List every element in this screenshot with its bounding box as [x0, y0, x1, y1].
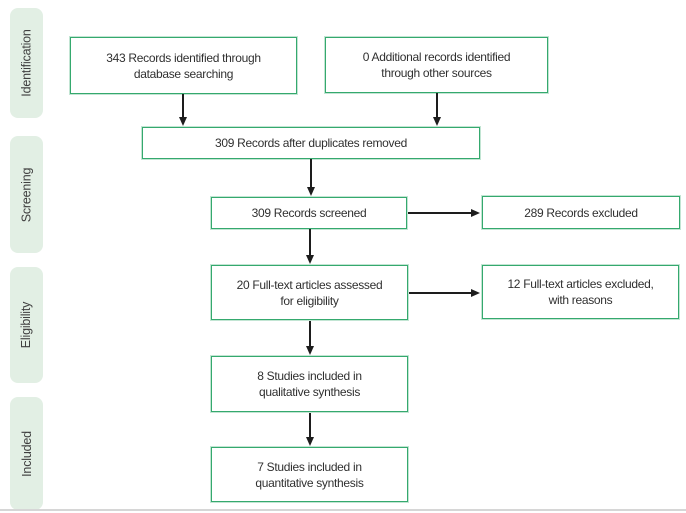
stage-label-eligibility: Eligibility — [10, 267, 43, 383]
box-fulltext-excluded: 12 Full-text articles excluded, with rea… — [482, 265, 679, 319]
arrow-head-right-icon — [471, 289, 480, 297]
arrow-screened-to-fulltext — [305, 229, 315, 264]
box-text-line: 7 Studies included in — [257, 459, 362, 474]
box-text-line: for eligibility — [280, 293, 339, 308]
arrow-head-down-icon — [306, 346, 314, 355]
stage-label-text: Identification — [19, 29, 34, 97]
stage-label-text: Included — [19, 430, 34, 477]
arrow-fulltext-to-qualitative — [305, 321, 315, 355]
arrow-fulltext-to-excluded — [409, 288, 480, 298]
arrow-shaft — [409, 292, 473, 294]
box-text-line: 8 Studies included in — [257, 369, 362, 383]
stage-label-included: Included — [10, 397, 43, 510]
box-text-line: database searching — [133, 66, 234, 81]
arrow-shaft — [310, 159, 312, 189]
box-text-line: 309 Records after duplicates removed — [215, 136, 407, 150]
arrow-shaft — [309, 321, 311, 348]
arrow-additional-to-deduplicated — [432, 93, 442, 126]
box-qualitative-synthesis: 8 Studies included in qualitative synthe… — [211, 356, 408, 412]
arrow-deduplicated-to-screened — [306, 159, 316, 196]
box-text-line: 289 Records excluded — [524, 205, 638, 220]
box-text-line: 309 Records screened — [251, 206, 367, 220]
box-records-screened: 309 Records screened — [211, 197, 407, 229]
arrow-head-down-icon — [433, 117, 441, 126]
box-records-excluded: 289 Records excluded — [482, 196, 680, 229]
arrow-identified-to-deduplicated — [178, 94, 188, 126]
stage-label-text: Eligibility — [19, 301, 34, 349]
arrow-head-down-icon — [306, 255, 314, 264]
box-after-duplicates: 309 Records after duplicates removed — [142, 127, 480, 159]
arrow-head-down-icon — [179, 117, 187, 126]
stage-label-identification: Identification — [10, 8, 43, 118]
arrow-shaft — [436, 93, 438, 119]
box-records-identified: 343 Records identified through database … — [70, 37, 297, 94]
box-additional-records: 0 Additional records identified through … — [325, 37, 548, 93]
arrow-shaft — [309, 413, 311, 439]
box-text-line: qualitative synthesis — [258, 385, 361, 399]
arrow-screened-to-excluded — [408, 208, 480, 218]
arrow-head-down-icon — [307, 187, 315, 196]
box-text-line: 0 Additional records identified — [362, 50, 511, 64]
bottom-divider — [0, 509, 686, 511]
arrow-shaft — [182, 94, 184, 119]
arrow-shaft — [408, 212, 473, 214]
box-fulltext-assessed: 20 Full-text articles assessed for eligi… — [211, 265, 408, 320]
stage-label-screening: Screening — [10, 136, 43, 253]
box-quantitative-synthesis: 7 Studies included in quantitative synth… — [211, 447, 408, 502]
box-text-line: with reasons — [548, 293, 613, 307]
stage-label-text: Screening — [19, 167, 34, 222]
box-text-line: 12 Full-text articles excluded, — [507, 277, 654, 291]
arrow-qualitative-to-quantitative — [305, 413, 315, 446]
arrow-shaft — [309, 229, 311, 257]
box-text-line: 20 Full-text articles assessed — [236, 277, 383, 292]
box-text-line: through other sources — [381, 66, 492, 80]
box-text-line: 343 Records identified through — [106, 50, 261, 65]
arrow-head-right-icon — [471, 209, 480, 217]
box-text-line: quantitative synthesis — [255, 475, 364, 490]
arrow-head-down-icon — [306, 437, 314, 446]
